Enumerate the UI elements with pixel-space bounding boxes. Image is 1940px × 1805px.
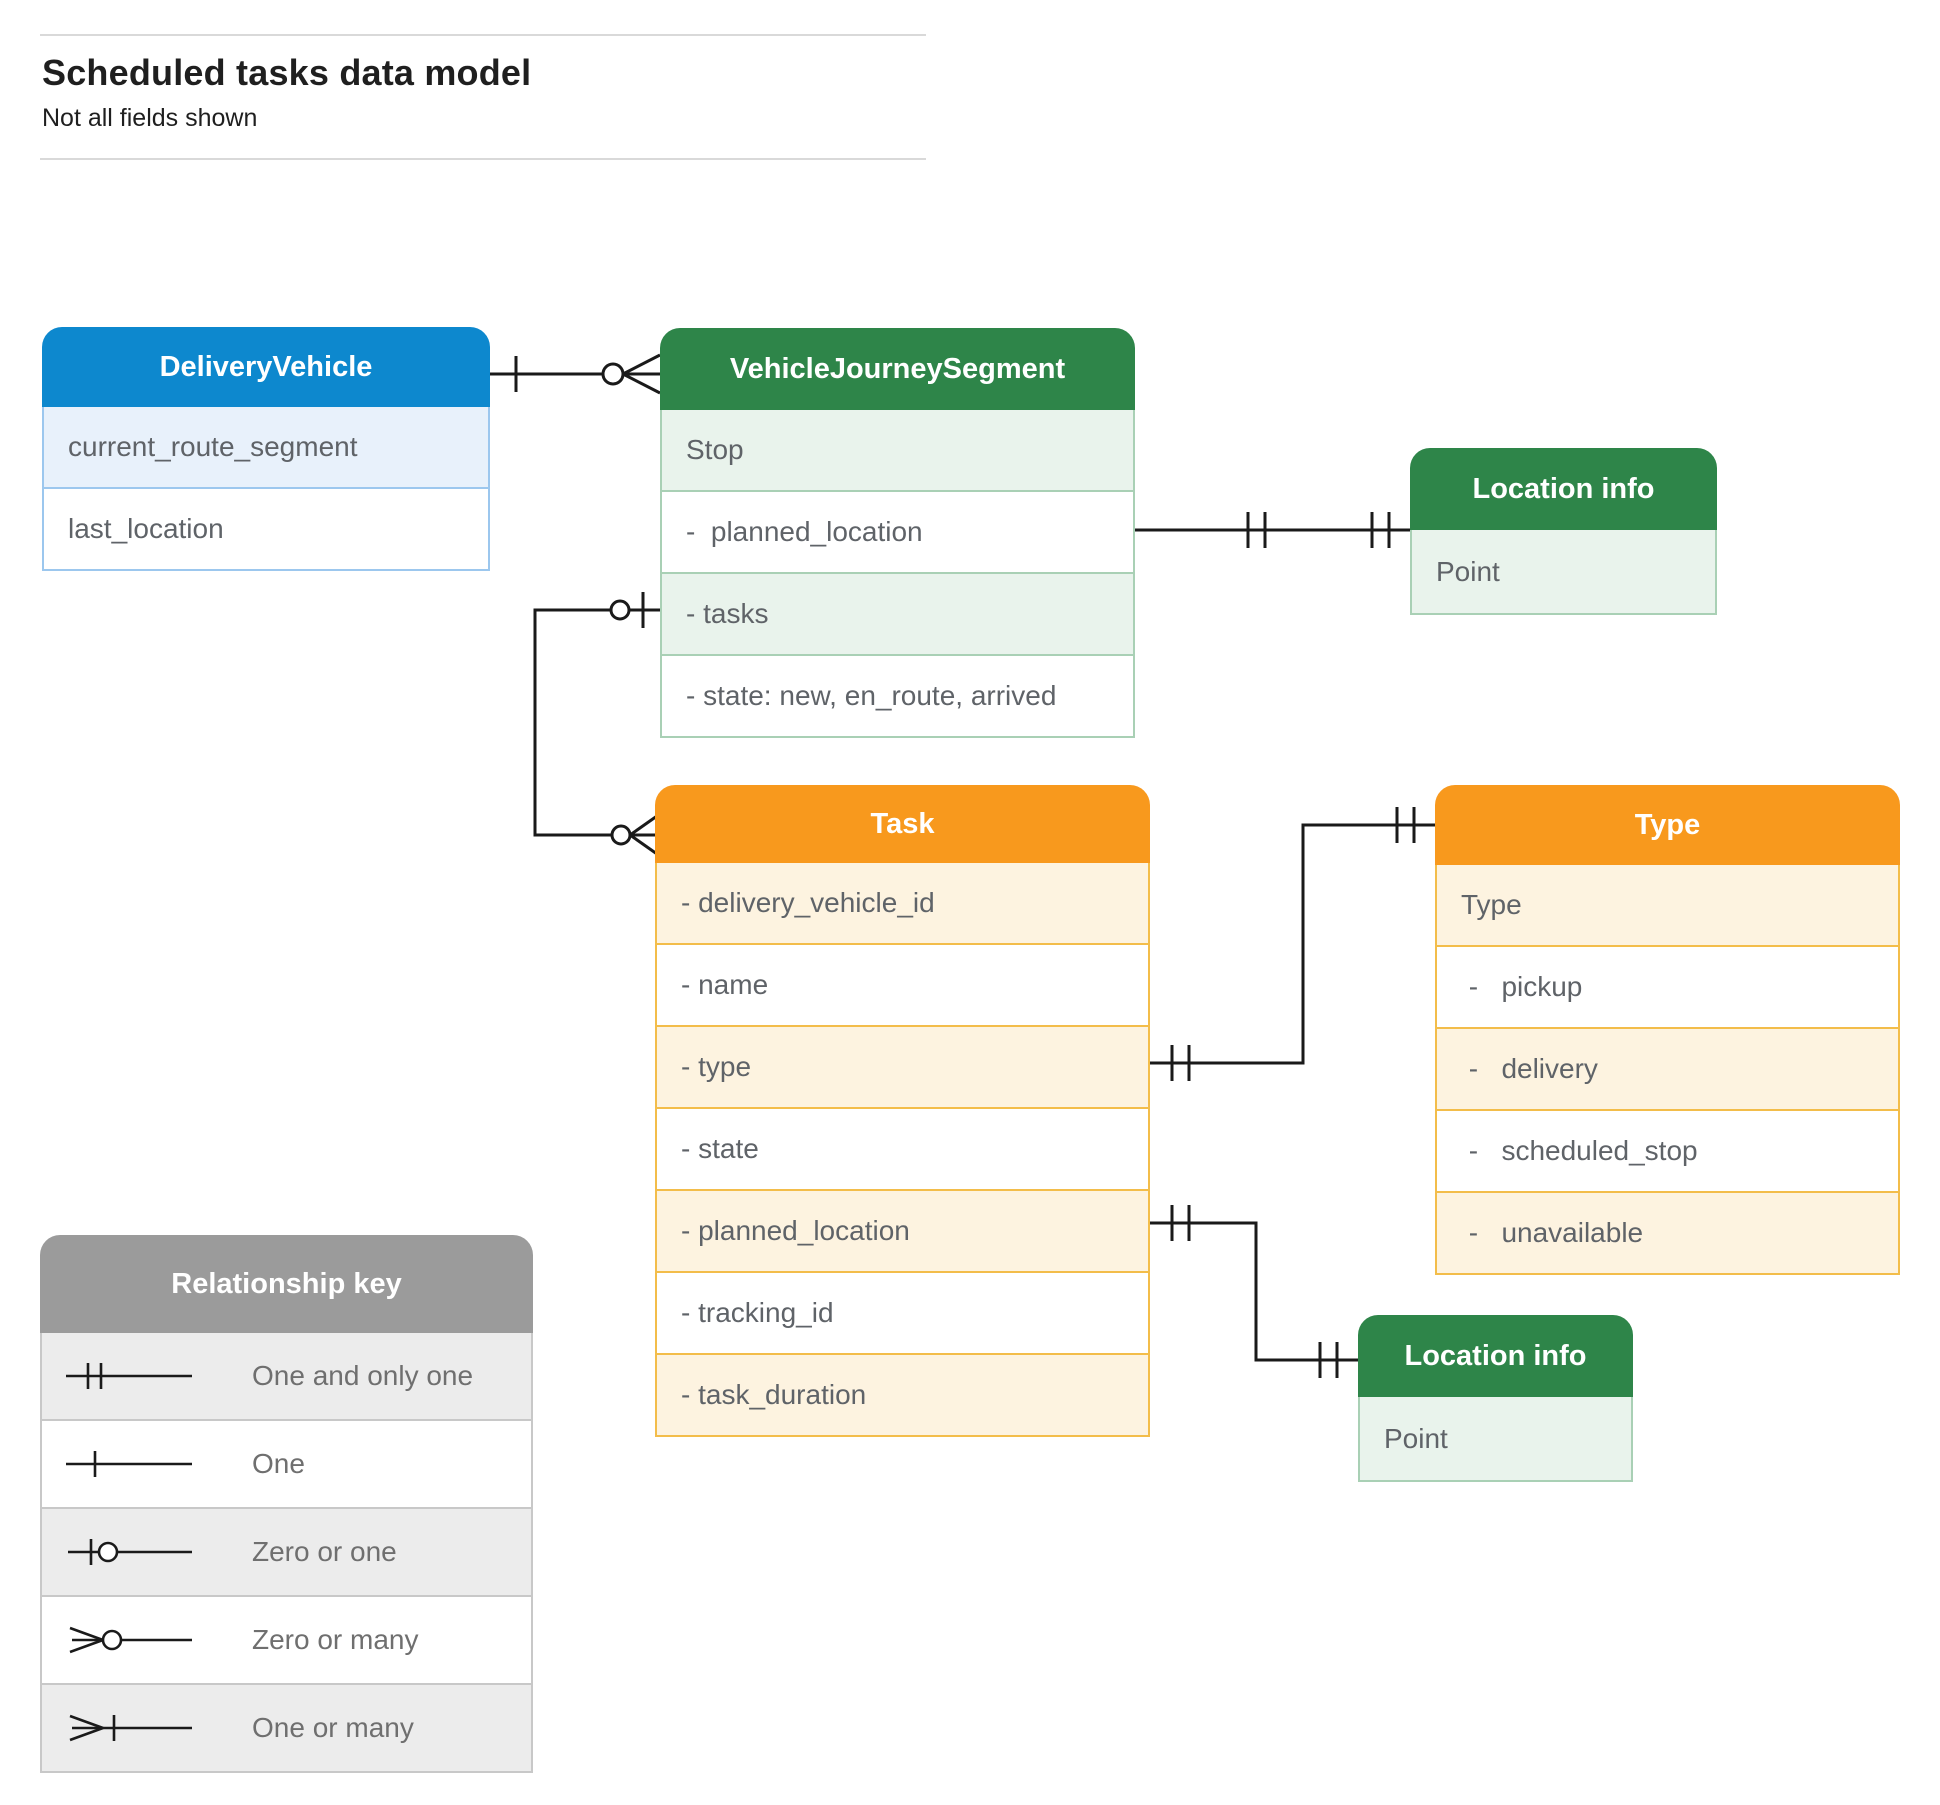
legend-row-one: One xyxy=(42,1419,531,1507)
legend-row-zero-or-many: Zero or many xyxy=(42,1595,531,1683)
field-type: - type xyxy=(657,1025,1148,1107)
field-point: Point xyxy=(1412,530,1715,613)
entity-location-info-bottom: Location info Point xyxy=(1358,1315,1633,1482)
relationship-key: Relationship key One and only one One Ze… xyxy=(40,1235,533,1773)
field-unavailable: - unavailable xyxy=(1437,1191,1898,1273)
entity-location-info-top: Location info Point xyxy=(1410,448,1717,615)
field-current-route-segment: current_route_segment xyxy=(44,407,488,487)
field-delivery-vehicle-id: - delivery_vehicle_id xyxy=(657,863,1148,943)
zero-or-many-icon xyxy=(69,1626,192,1654)
entity-delivery-vehicle-title: DeliveryVehicle xyxy=(42,327,490,407)
connector-deliveryvehicle-vehiclejourneysegment xyxy=(490,353,661,395)
field-tasks: - tasks xyxy=(662,572,1133,654)
page-subtitle: Not all fields shown xyxy=(42,104,258,132)
legend-label: One xyxy=(252,1448,305,1479)
entity-location-info-top-title: Location info xyxy=(1410,448,1717,530)
entity-type-title: Type xyxy=(1435,785,1900,865)
field-task-duration: - task_duration xyxy=(657,1353,1148,1435)
field-scheduled-stop: - scheduled_stop xyxy=(1437,1109,1898,1191)
entity-task: Task - delivery_vehicle_id - name - type… xyxy=(655,785,1150,1437)
page-title: Scheduled tasks data model xyxy=(42,52,532,93)
legend-label: Zero or one xyxy=(252,1536,397,1567)
legend-row-one-and-only-one: One and only one xyxy=(42,1333,531,1419)
field-stop: Stop xyxy=(662,410,1133,490)
field-planned-location: - planned_location xyxy=(657,1189,1148,1271)
field-planned-location: - planned_location xyxy=(662,490,1133,572)
connector-tasks-task xyxy=(533,592,660,856)
one-and-only-one-icon xyxy=(66,1363,192,1389)
zero-or-one-icon xyxy=(68,1539,192,1565)
field-point: Point xyxy=(1360,1397,1631,1480)
field-last-location: last_location xyxy=(44,487,488,569)
legend-label: One and only one xyxy=(252,1360,474,1391)
connector-task-type xyxy=(1150,807,1435,1081)
one-icon xyxy=(66,1451,192,1477)
connector-task-locationinfo-bottom xyxy=(1150,1205,1358,1378)
entity-delivery-vehicle: DeliveryVehicle current_route_segment la… xyxy=(42,327,490,571)
field-name: - name xyxy=(657,943,1148,1025)
top-divider xyxy=(40,34,926,36)
legend-label: One or many xyxy=(252,1712,414,1743)
entity-vehicle-journey-segment: VehicleJourneySegment Stop - planned_loc… xyxy=(660,328,1135,738)
field-delivery: - delivery xyxy=(1437,1027,1898,1109)
relationship-key-title: Relationship key xyxy=(40,1235,533,1333)
title-divider xyxy=(40,158,926,160)
entity-vehicle-journey-segment-title: VehicleJourneySegment xyxy=(660,328,1135,410)
one-or-many-icon xyxy=(69,1714,192,1742)
entity-task-title: Task xyxy=(655,785,1150,863)
legend-row-zero-or-one: Zero or one xyxy=(42,1507,531,1595)
entity-location-info-bottom-title: Location info xyxy=(1358,1315,1633,1397)
field-state: - state: new, en_route, arrived xyxy=(662,654,1133,736)
connector-segment-locationinfo-top xyxy=(1135,512,1410,548)
field-state: - state xyxy=(657,1107,1148,1189)
field-type-label: Type xyxy=(1437,865,1898,945)
field-pickup: - pickup xyxy=(1437,945,1898,1027)
field-tracking-id: - tracking_id xyxy=(657,1271,1148,1353)
legend-label: Zero or many xyxy=(252,1624,419,1655)
entity-type: Type Type - pickup - delivery - schedule… xyxy=(1435,785,1900,1275)
legend-row-one-or-many: One or many xyxy=(42,1683,531,1771)
